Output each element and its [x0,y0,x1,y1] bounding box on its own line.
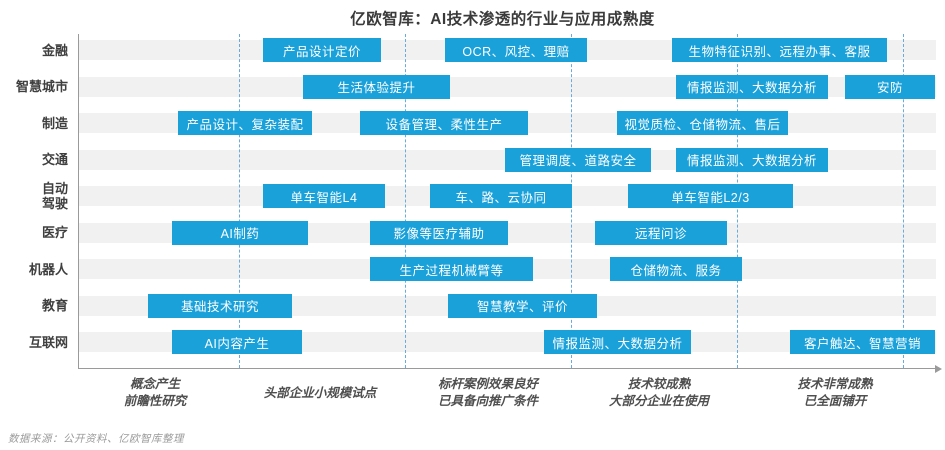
x-axis-line [78,368,936,369]
chart-box: AI制药 [172,220,308,245]
chart-box: 情报监测、大数据分析 [544,330,691,354]
row-label: 医疗 [41,225,68,240]
chart-box: 基础技术研究 [148,293,292,318]
row-label: 教育 [41,298,68,313]
chart-title: 亿欧智库：AI技术渗透的行业与应用成熟度 [350,11,655,28]
y-axis-line [78,34,79,368]
chart-box: 智慧教学、评价 [448,293,597,318]
stage-label: 头部企业小规模试点 [263,385,377,400]
chart-box: 单车智能L4 [263,184,385,208]
chart-box: 生物特征识别、远程办事、客服 [672,38,887,62]
chart-box: 单车智能L2/3 [628,184,793,208]
row-label: 自动驾驶 [41,181,68,211]
chart-box: 视觉质检、仓储物流、售后 [617,111,788,135]
stage-label: 概念产生前瞻性研究 [123,377,187,408]
chart-box: 仓储物流、服务 [610,257,742,281]
chart-box: 情报监测、大数据分析 [676,147,828,172]
chart-box: 产品设计、复杂装配 [178,111,312,135]
row-label: 智慧城市 [15,79,68,94]
x-axis-arrow-icon [935,364,942,373]
chart-box: 生活体验提升 [303,74,450,99]
stage-divider-line [903,34,904,368]
row-label: 互联网 [28,334,68,350]
chart-box: 情报监测、大数据分析 [676,74,828,99]
chart-box: AI内容产生 [172,330,302,354]
stage-label: 标杆案例效果良好已具备向推广条件 [437,377,538,408]
stage-label: 技术非常成熟已全面铺开 [797,377,873,408]
chart-box: 远程问诊 [595,220,727,245]
row-label: 制造 [41,115,68,131]
chart-box: 产品设计定价 [263,38,381,62]
chart-box: OCR、风控、理赔 [445,38,587,62]
stage-divider-line [405,34,406,368]
stage-divider-line [239,34,240,368]
chart-box: 车、路、云协同 [430,184,572,208]
chart-box: 客户触达、智慧营销 [790,330,935,354]
row-label: 金融 [41,42,68,58]
chart-box: 生产过程机械臂等 [370,257,533,281]
chart-box: 管理调度、道路安全 [505,147,651,172]
row-label: 机器人 [28,261,68,277]
source-note: 数据来源：公开资料、亿欧智库整理 [8,433,184,445]
row-label: 交通 [41,152,68,167]
chart-box: 影像等医疗辅助 [370,220,508,245]
chart-box: 设备管理、柔性生产 [360,111,528,135]
stage-label: 技术较成熟大部分企业在使用 [608,377,709,408]
chart-box: 安防 [845,74,935,99]
